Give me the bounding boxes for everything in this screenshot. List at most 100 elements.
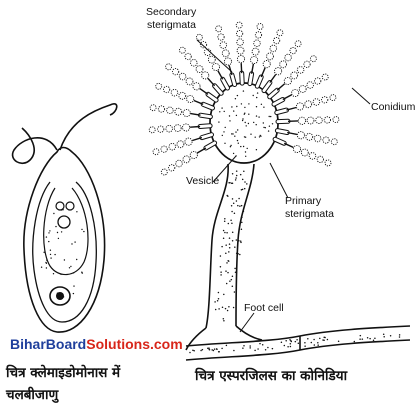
primary-sterigma-fill bbox=[268, 88, 279, 99]
vesicle-granule bbox=[228, 115, 231, 117]
vesicle-granule bbox=[236, 105, 238, 108]
stalk-granule bbox=[227, 260, 230, 262]
conidium bbox=[172, 68, 180, 76]
conidium bbox=[211, 62, 220, 72]
leader-vesicle bbox=[212, 155, 237, 183]
cytoplasm-granule bbox=[56, 292, 59, 294]
conidium bbox=[175, 159, 183, 168]
stalk-granule bbox=[235, 177, 237, 179]
hypha-granule bbox=[382, 333, 385, 335]
cytoplasm-granule bbox=[48, 232, 50, 234]
conidium bbox=[219, 41, 228, 49]
cytoplasm-granule bbox=[74, 241, 76, 243]
cytoplasm-granule bbox=[49, 253, 52, 256]
cytoplasm-granule bbox=[50, 257, 52, 259]
hypha-granule bbox=[249, 345, 251, 347]
primary-sterigma-fill bbox=[199, 113, 212, 119]
conidium bbox=[236, 46, 245, 55]
secondary-sterigma bbox=[192, 136, 203, 142]
vesicle-granule bbox=[244, 151, 247, 153]
stalk-granule bbox=[240, 188, 243, 191]
conidium bbox=[253, 39, 261, 47]
stalk-granule bbox=[241, 178, 244, 181]
stalk-granule bbox=[214, 308, 217, 311]
hypha-granule bbox=[215, 348, 218, 350]
conidium bbox=[178, 46, 186, 54]
stalk-granule bbox=[240, 204, 243, 207]
vesicle-granule bbox=[263, 126, 265, 129]
conidium bbox=[236, 29, 244, 38]
stalk-granule bbox=[246, 183, 248, 185]
hypha-granule bbox=[289, 338, 291, 341]
secondary-sterigma bbox=[250, 63, 255, 74]
stalk-granule bbox=[220, 271, 222, 273]
vesicle-granule bbox=[268, 125, 271, 127]
primary-sterigma-fill bbox=[275, 129, 289, 134]
conidium bbox=[178, 91, 187, 100]
conidium bbox=[292, 144, 302, 154]
cytoplasm-granule bbox=[45, 236, 48, 238]
conidium bbox=[313, 134, 322, 143]
stalk-granule bbox=[230, 278, 233, 281]
cytoplasm-granule bbox=[60, 273, 62, 275]
secondary-sterigma bbox=[286, 106, 297, 111]
conidium bbox=[160, 168, 168, 176]
vesicle-granule bbox=[233, 110, 235, 112]
hypha-granule bbox=[242, 347, 244, 349]
cytoplasm-granule bbox=[68, 267, 71, 269]
hypha-granule bbox=[233, 349, 235, 352]
flagellum-left bbox=[11, 127, 58, 165]
secondary-sterigma bbox=[283, 142, 294, 149]
conidium bbox=[168, 164, 176, 172]
cytoplasm-granule bbox=[49, 230, 51, 232]
conidium bbox=[269, 44, 278, 53]
stalk-granule bbox=[228, 237, 231, 239]
stalk-granule bbox=[228, 306, 230, 308]
vesicle-granule bbox=[271, 123, 274, 125]
hypha-granule bbox=[398, 334, 401, 336]
stalk-granule bbox=[229, 182, 231, 184]
stalk-granule bbox=[239, 173, 242, 176]
vesicle-granule bbox=[221, 134, 223, 137]
conidium bbox=[168, 142, 177, 151]
stalk-granule bbox=[234, 267, 236, 270]
vesicle-granule bbox=[242, 145, 245, 148]
hypha-granule bbox=[294, 340, 297, 343]
conidium bbox=[173, 124, 182, 133]
vesicle-granule bbox=[248, 103, 250, 105]
stalk-granule bbox=[235, 252, 238, 255]
conidium bbox=[165, 63, 173, 71]
hypha-granule bbox=[225, 344, 228, 347]
stalk-granule bbox=[235, 239, 238, 241]
stalk-granule bbox=[231, 231, 234, 234]
conidium bbox=[155, 82, 163, 90]
conidium bbox=[195, 33, 203, 41]
conidium bbox=[157, 105, 166, 113]
cytoplasm-granule bbox=[81, 228, 83, 231]
conidium bbox=[165, 124, 173, 133]
vesicle-granule bbox=[243, 136, 246, 138]
stalk-granule bbox=[217, 297, 220, 300]
vesicle-granule bbox=[246, 147, 248, 150]
hypha-granule bbox=[257, 348, 259, 350]
conidium bbox=[291, 88, 300, 98]
stalk-granule bbox=[219, 255, 222, 257]
conidium bbox=[182, 108, 191, 118]
vesicle-granule bbox=[270, 115, 272, 118]
hypha-granule bbox=[323, 339, 325, 342]
label-conidium: Conidium bbox=[371, 101, 416, 113]
conidium bbox=[152, 148, 160, 156]
conidium bbox=[186, 94, 195, 104]
vesicle-granule bbox=[231, 133, 233, 135]
conidium bbox=[221, 49, 230, 58]
stalk-granule bbox=[239, 240, 242, 242]
conidium bbox=[332, 116, 340, 124]
leader-lines bbox=[196, 39, 371, 333]
stalk-granule bbox=[230, 204, 233, 207]
hypha-granule bbox=[398, 336, 401, 338]
vesicle-granule bbox=[229, 120, 231, 122]
conidium bbox=[184, 137, 193, 146]
stalk-granule bbox=[235, 174, 238, 177]
stalk-granule bbox=[242, 210, 245, 213]
conidium bbox=[321, 73, 329, 81]
